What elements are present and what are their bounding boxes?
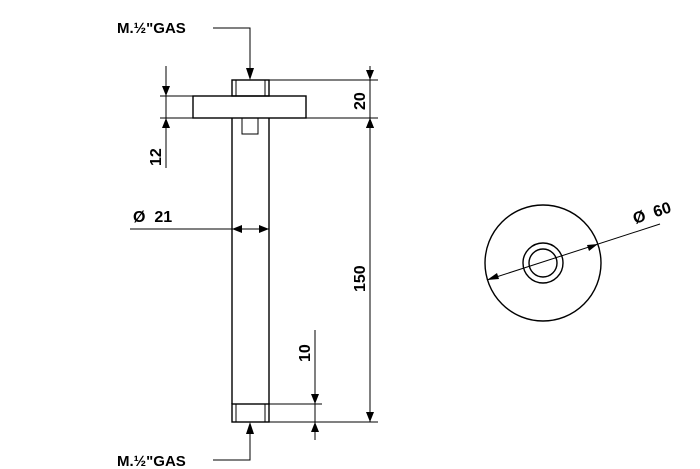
dim-flange-height-label: 20 xyxy=(352,92,369,110)
flange xyxy=(192,95,307,119)
dim-pipe-diameter-label: Ø 21 xyxy=(133,209,172,226)
dim-length-label: 150 xyxy=(352,265,369,292)
flange-outline xyxy=(484,204,602,322)
thread-bottom-callout: M.½"GAS xyxy=(117,422,254,469)
thread-bottom-label: M.½"GAS xyxy=(117,453,186,469)
side-view xyxy=(192,79,307,423)
dim-flange-diameter-label: Ø 60 xyxy=(631,200,674,228)
dim-flange-height: 20 xyxy=(352,66,374,128)
dim-thread-length-label: 10 xyxy=(297,344,314,362)
outlet-inner xyxy=(528,248,558,278)
dim-flange-offset-label: 12 xyxy=(148,148,165,166)
top-nipple xyxy=(231,79,270,97)
outlet-outer xyxy=(522,242,564,284)
dim-thread-length: 10 xyxy=(297,330,319,440)
dim-flange-offset: 12 xyxy=(148,66,193,168)
dim-pipe-diameter: Ø 21 xyxy=(130,209,269,233)
dim-length: 150 xyxy=(352,118,374,422)
thread-top-callout: M.½"GAS xyxy=(117,20,254,80)
thread-top-label: M.½"GAS xyxy=(117,20,186,37)
bottom-thread xyxy=(231,403,270,423)
top-view: Ø 60 xyxy=(484,200,674,322)
setscrew-recess xyxy=(241,117,259,135)
